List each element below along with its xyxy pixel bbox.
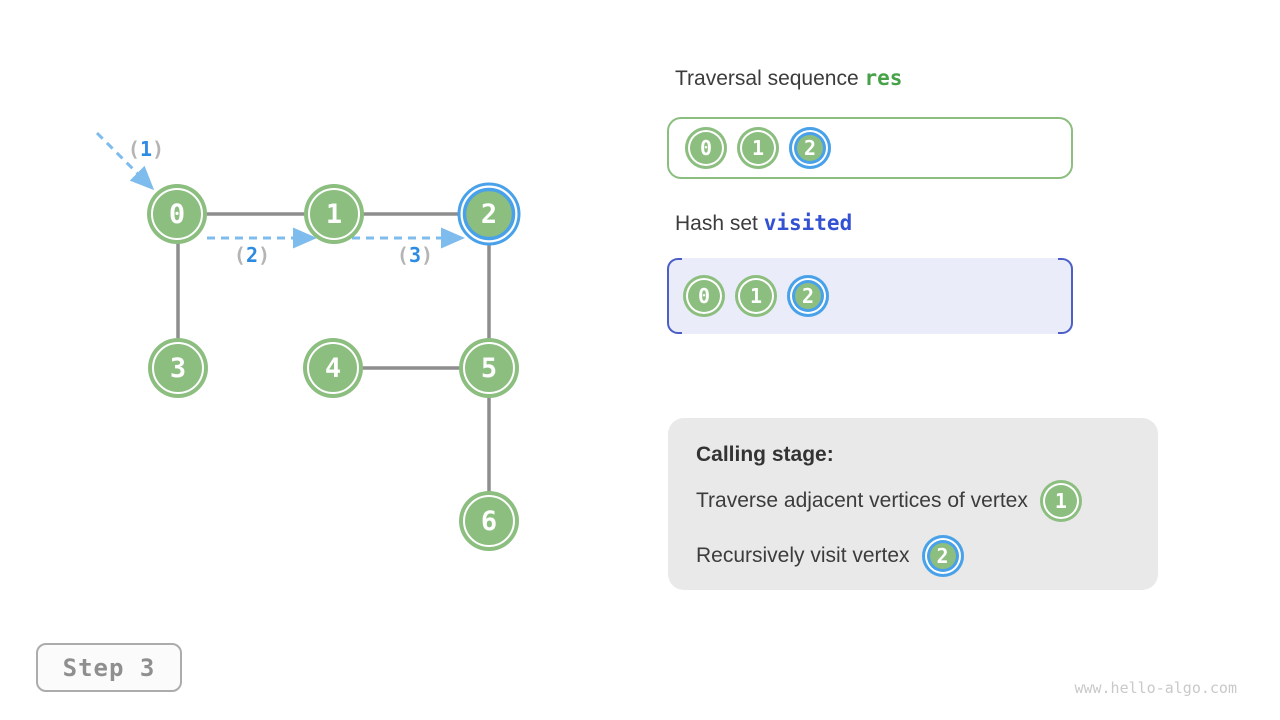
res-item-0: 0 — [685, 127, 727, 169]
svg-text:3: 3 — [170, 353, 186, 384]
calling-line-2-text: Recursively visit vertex — [696, 544, 910, 567]
hash-set-title-text: Hash set — [675, 212, 758, 235]
calling-stage-line-1: Traverse adjacent vertices of vertex 1 — [696, 480, 1130, 522]
svg-text:2: 2 — [481, 199, 497, 230]
res-item-2-highlighted: 2 — [789, 127, 831, 169]
traversal-sequence-box: 0 1 2 — [667, 117, 1073, 179]
calling-stage-box: Calling stage: Traverse adjacent vertice… — [668, 418, 1158, 590]
graph-node-3: 3 — [148, 338, 208, 398]
svg-text:1: 1 — [326, 199, 342, 230]
step-indicator: Step 3 — [36, 643, 182, 692]
svg-text:4: 4 — [325, 353, 341, 384]
graph-node-0: 0 — [147, 184, 207, 244]
graph-node-6: 6 — [459, 491, 519, 551]
svg-text:6: 6 — [481, 506, 497, 537]
calling-line-1-node: 1 — [1039, 480, 1082, 522]
graph-node-1: 1 — [304, 184, 364, 244]
arrow-label-1: (1) — [128, 137, 164, 161]
traversal-sequence-title-text: Traversal sequence — [675, 67, 859, 90]
calling-line-2-node-highlighted: 2 — [921, 535, 964, 577]
calling-line-1-text: Traverse adjacent vertices of vertex — [696, 489, 1028, 512]
visited-item-1: 1 — [735, 275, 777, 317]
graph-node-4: 4 — [303, 338, 363, 398]
visited-item-2-highlighted: 2 — [787, 275, 829, 317]
arrow-label-2: (2) — [234, 243, 270, 267]
svg-text:5: 5 — [481, 353, 497, 384]
traversal-sequence-title: Traversal sequence res — [675, 66, 902, 91]
res-code-label: res — [864, 66, 903, 90]
visited-item-0: 0 — [683, 275, 725, 317]
hash-set-title: Hash set visited — [675, 211, 852, 236]
watermark: www.hello-algo.com — [1074, 679, 1237, 697]
calling-stage-heading: Calling stage: — [696, 443, 834, 466]
visited-code-label: visited — [763, 211, 853, 235]
res-item-1: 1 — [737, 127, 779, 169]
graph-canvas: (1) (2) (3) 0 1 2 3 4 5 6 — [95, 131, 521, 551]
calling-stage-line-2: Recursively visit vertex 2 — [696, 535, 1130, 577]
graph-node-5: 5 — [459, 338, 519, 398]
arrow-label-3: (3) — [397, 243, 433, 267]
svg-text:0: 0 — [169, 199, 185, 230]
graph-node-2-highlighted: 2 — [457, 182, 521, 246]
hash-set-box: 0 1 2 — [667, 258, 1073, 334]
